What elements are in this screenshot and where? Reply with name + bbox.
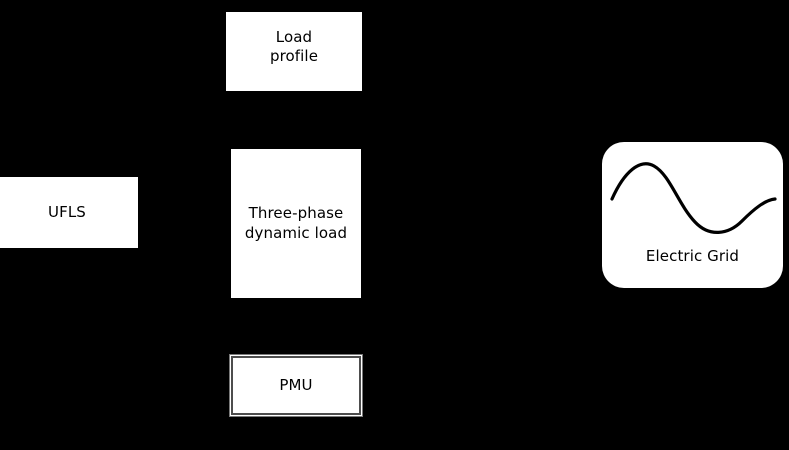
sine-wave-icon: [610, 162, 777, 234]
block-electric-grid-label: Electric Grid: [645, 246, 740, 265]
block-electric-grid[interactable]: Electric Grid: [602, 142, 783, 288]
block-three-phase-dynamic-load[interactable]: Three-phase dynamic load: [231, 149, 361, 298]
block-load-profile[interactable]: Load profile: [226, 12, 362, 91]
block-ufls[interactable]: UFLS: [0, 177, 138, 248]
block-pmu[interactable]: PMU: [229, 354, 363, 417]
